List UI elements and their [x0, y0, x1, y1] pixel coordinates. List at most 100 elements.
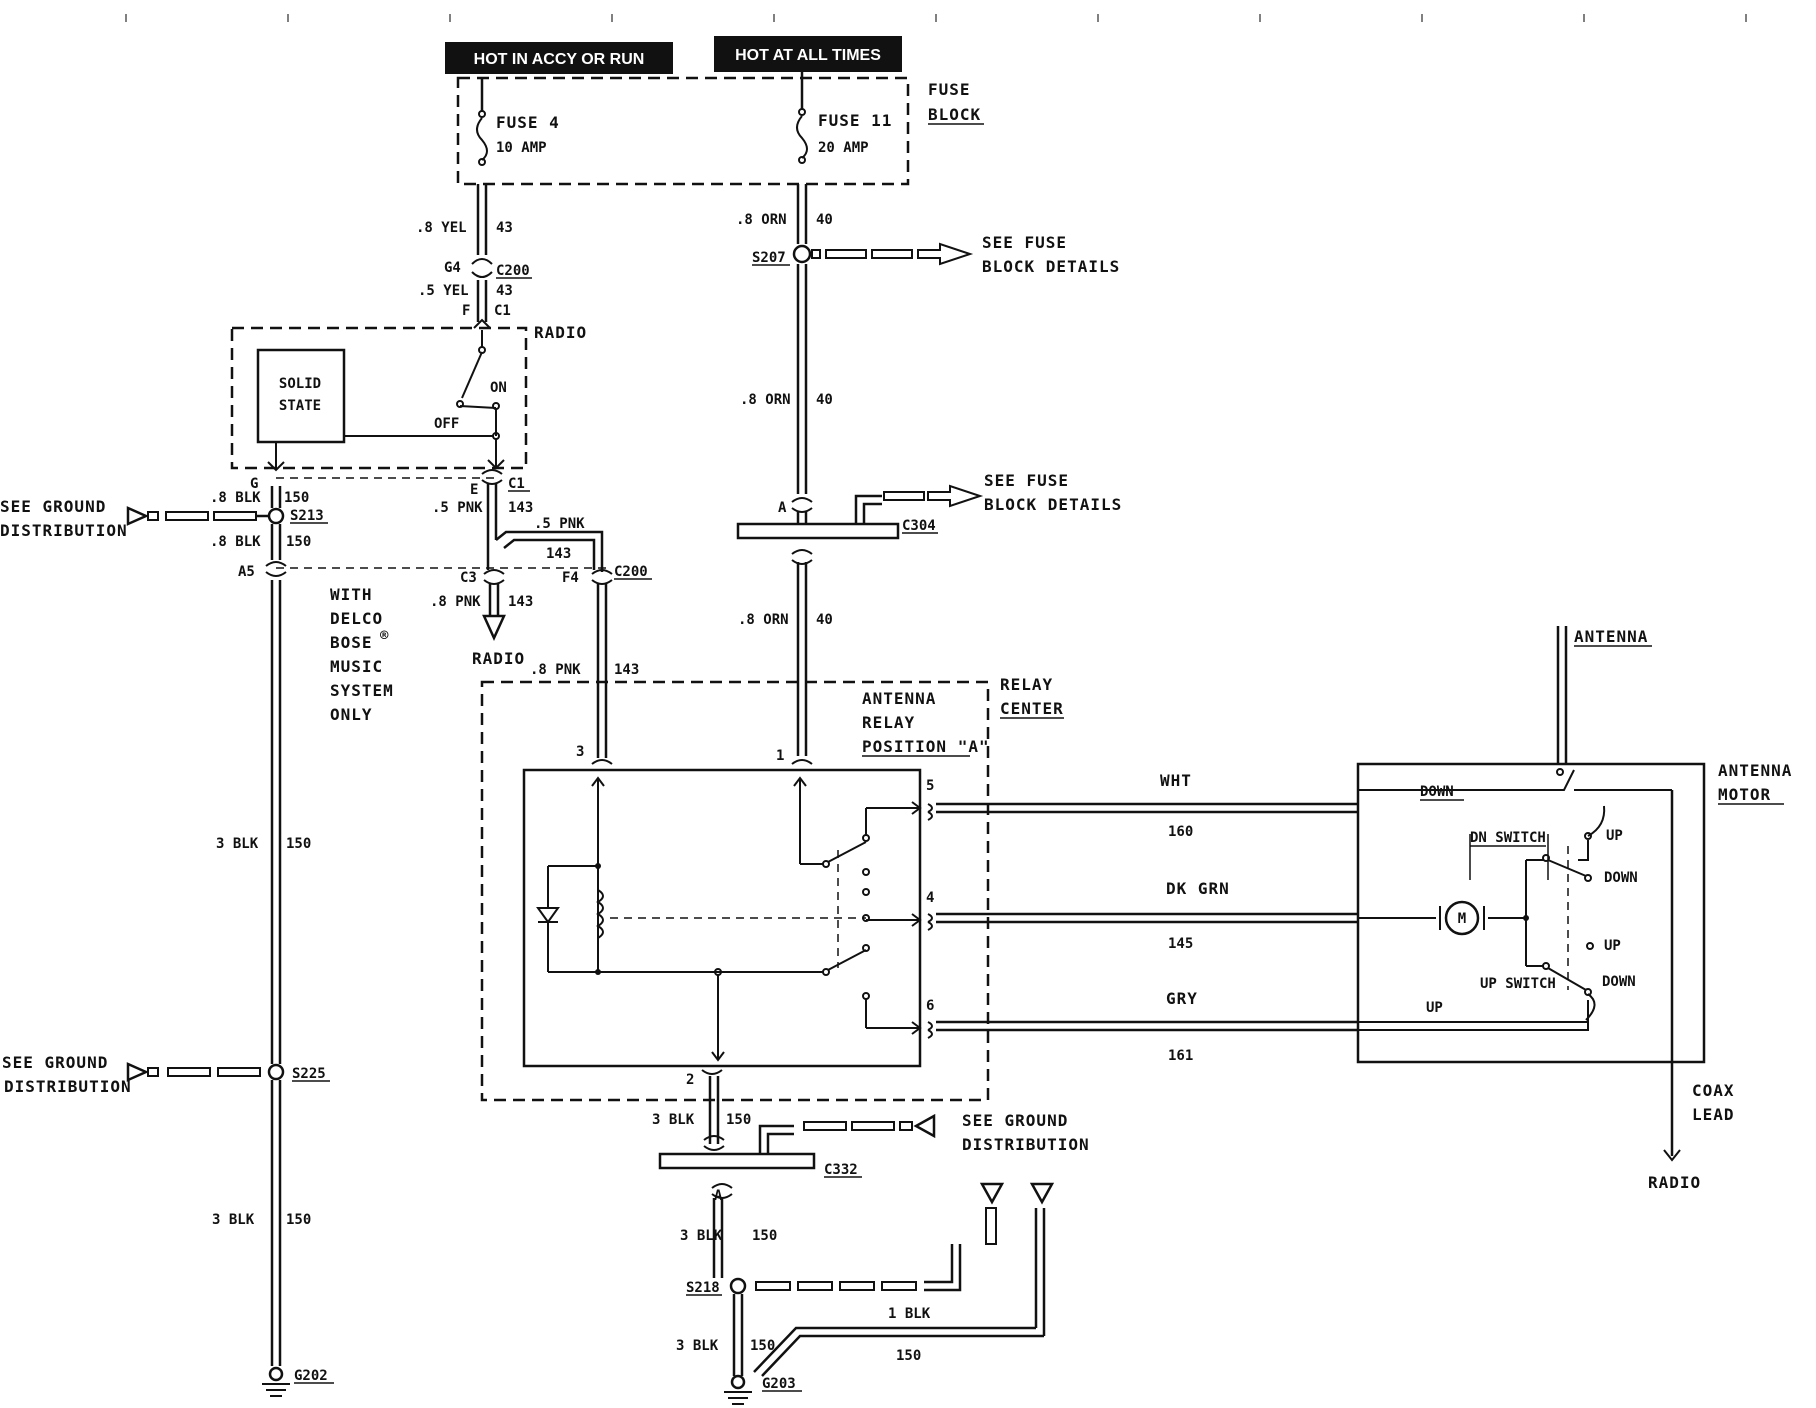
- diagram-label: 3 BLK: [676, 1338, 719, 1354]
- diagram-label: DISTRIBUTION: [4, 1077, 132, 1096]
- diagram-label: DK GRN: [1166, 879, 1230, 898]
- diagram-label: 150: [726, 1112, 751, 1128]
- diagram-label: ANTENNA: [862, 689, 936, 708]
- diagram-label: .8 PNK: [530, 662, 581, 678]
- diagram-label: ONLY: [330, 705, 373, 724]
- diagram-label: S207: [752, 250, 786, 266]
- diagram-label: 143: [508, 500, 533, 516]
- diagram-label: 150: [284, 490, 309, 506]
- ground-symbol-g203: [724, 1374, 752, 1405]
- diagram-label: S218: [686, 1280, 720, 1296]
- diagram-label: 6: [926, 998, 934, 1014]
- diagram-label: ANTENNA: [1718, 761, 1792, 780]
- diagram-label: CENTER: [1000, 699, 1064, 718]
- diagram-label: ANTENNA: [1574, 627, 1648, 646]
- radio-unit: RADIO SOLID STATE ON OFF: [230, 318, 587, 472]
- diagram-label: .5 PNK: [534, 516, 585, 532]
- diagram-label: C3: [460, 570, 477, 586]
- wire-43-yel: .8 YEL 43 G4 C200 .5 YEL 43 F C1: [416, 184, 532, 322]
- ground-symbol-g202: [262, 1366, 290, 1397]
- fuse-4: FUSE 4 10 AMP: [476, 78, 560, 166]
- diagram-label: .8 PNK: [430, 594, 481, 610]
- diagram-label: SEE FUSE: [982, 233, 1067, 252]
- diagram-label: DISTRIBUTION: [0, 521, 128, 540]
- diagram-label: .8 ORN: [738, 612, 789, 628]
- diagram-label: C1: [494, 303, 511, 319]
- diagram-label: MUSIC: [330, 657, 383, 676]
- diagram-label: C200: [496, 263, 530, 279]
- diagram-label: 150: [286, 1212, 311, 1228]
- diagram-label: 2: [686, 1072, 694, 1088]
- diagram-label: GRY: [1166, 989, 1198, 1008]
- diagram-label: S225: [292, 1066, 326, 1082]
- diagram-label: M: [1458, 911, 1466, 927]
- diagram-label: BLOCK DETAILS: [984, 495, 1122, 514]
- diagram-label: FUSE: [928, 80, 971, 99]
- diagram-label: .8 BLK: [210, 490, 261, 506]
- diagram-label: RADIO: [1648, 1173, 1701, 1192]
- antenna-motor: ANTENNA MOTOR DOWN DN SWITCH UP DOWN M: [1356, 761, 1792, 1064]
- diagram-label: UP SWITCH: [1480, 976, 1556, 992]
- diagram-label: STATE: [279, 398, 321, 414]
- diagram-label: G202: [294, 1368, 328, 1384]
- diagram-label: 4: [926, 890, 934, 906]
- diagram-label: UP: [1606, 828, 1623, 844]
- diagram-label: UP: [1604, 938, 1621, 954]
- coax-lead: COAX LEAD RADIO: [1648, 1062, 1734, 1192]
- diagram-label: A: [714, 1188, 723, 1204]
- relay-center: RELAY CENTER ANTENNA RELAY POSITION "A": [480, 675, 1064, 1102]
- power-header-all-times: HOT AT ALL TIMES: [714, 36, 902, 72]
- diagram-label: 150: [896, 1348, 921, 1364]
- fuse-block: FUSE BLOCK FUSE 4 10 AMP FUSE 11 20 AMP: [456, 72, 984, 186]
- diagram-label: 40: [816, 612, 833, 628]
- bose-note: WITH DELCO BOSE ® MUSIC SYSTEM ONLY: [330, 585, 394, 724]
- diagram-label: FUSE 11: [818, 111, 892, 130]
- diagram-label: FUSE 4: [496, 113, 560, 132]
- diagram-label: 5: [926, 778, 934, 794]
- diagram-label: C304: [902, 518, 936, 534]
- diagram-label: F: [462, 303, 470, 319]
- diagram-label: 43: [496, 283, 513, 299]
- diagram-label: SEE GROUND: [2, 1053, 108, 1072]
- diagram-label: 150: [286, 534, 311, 550]
- antenna-mast: ANTENNA: [1556, 626, 1652, 770]
- diagram-label: E: [470, 482, 478, 498]
- diagram-label: SYSTEM: [330, 681, 394, 700]
- diagram-label: .8 ORN: [740, 392, 791, 408]
- diagram-label: DELCO: [330, 609, 383, 628]
- diagram-label: 40: [816, 212, 833, 228]
- antenna-relay: 3 1: [522, 744, 934, 1068]
- diagram-label: SEE GROUND: [962, 1111, 1068, 1130]
- diagram-label: 40: [816, 392, 833, 408]
- diagram-label: OFF: [434, 416, 459, 432]
- power-header-accy-run: HOT IN ACCY OR RUN: [445, 42, 673, 74]
- wire-40-orn: .8 ORN 40 S207 SEE FUSE BLOCK DETAILS .8…: [736, 184, 1122, 756]
- diagram-label: ®: [380, 628, 389, 644]
- diagram-label: .8 ORN: [736, 212, 787, 228]
- diagram-label: F4: [562, 570, 579, 586]
- wire-145-dkgrn: DK GRN 145: [927, 879, 1358, 952]
- diagram-label: 3 BLK: [652, 1112, 695, 1128]
- diagram-label: RADIO: [534, 323, 587, 342]
- diagram-label: DOWN: [1420, 784, 1454, 800]
- diagram-label: 3 BLK: [212, 1212, 255, 1228]
- ground-wire-150-relay: 2 3 BLK 150 SEE GROUND DISTRIBUTION C332…: [652, 1069, 1089, 1405]
- diagram-label: MOTOR: [1718, 785, 1771, 804]
- diagram-label: POSITION "A": [862, 737, 990, 756]
- diagram-label: 143: [508, 594, 533, 610]
- diagram-label: BLOCK DETAILS: [982, 257, 1120, 276]
- diagram-label: SEE GROUND: [0, 497, 106, 516]
- diagram-label: ON: [490, 380, 507, 396]
- diagram-label: 1 BLK: [888, 1306, 931, 1322]
- diagram-label: C1: [508, 476, 525, 492]
- diagram-label: HOT IN ACCY OR RUN: [474, 51, 645, 68]
- ground-ref-s225: SEE GROUND DISTRIBUTION: [2, 1053, 261, 1096]
- diagram-label: RELAY: [1000, 675, 1053, 694]
- diagram-label: BLOCK: [928, 105, 981, 124]
- diagram-label: C332: [824, 1162, 858, 1178]
- diagram-label: 20 AMP: [818, 140, 869, 156]
- diagram-label: A: [778, 500, 787, 516]
- diagram-label: 161: [1168, 1048, 1193, 1064]
- diagram-label: 150: [750, 1338, 775, 1354]
